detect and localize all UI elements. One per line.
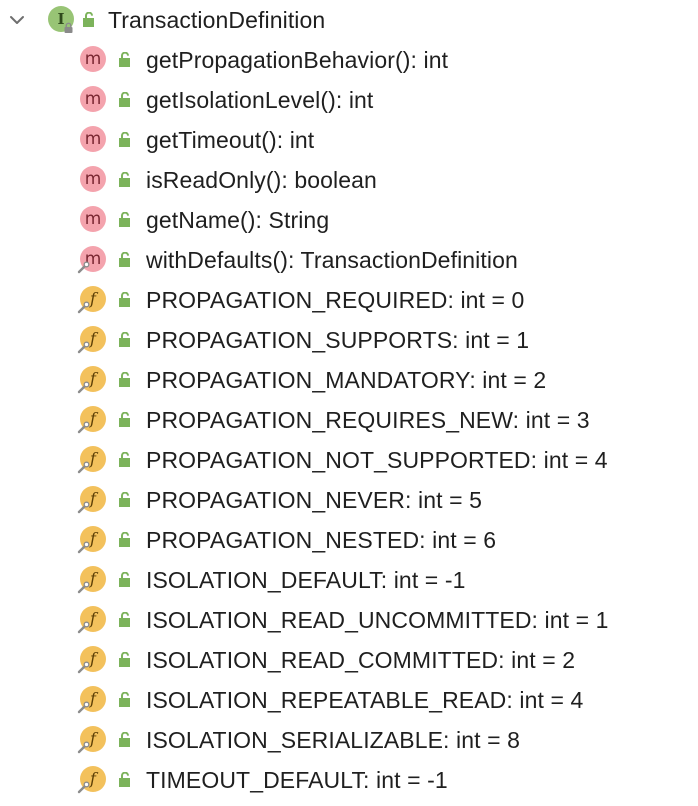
interface-icon: I (46, 3, 80, 37)
tree-node-method[interactable]: m getIsolationLevel(): int (78, 80, 373, 120)
tree-node-field[interactable]: f ISOLATION_SERIALIZABLE: int = 8 (77, 720, 521, 760)
chevron-down-icon[interactable] (0, 0, 34, 40)
method-icon: m (77, 243, 112, 277)
public-lock-icon (114, 769, 136, 791)
field-icon: f (77, 723, 112, 757)
public-lock-icon (114, 169, 136, 191)
method-signature: isReadOnly(): boolean (146, 166, 377, 193)
tree-node-field[interactable]: f ISOLATION_READ_COMMITTED: int = 2 (77, 640, 576, 680)
field-icon: f (77, 403, 112, 437)
tree-node-field[interactable]: f TIMEOUT_DEFAULT: int = -1 (77, 760, 448, 800)
tree-node-field[interactable]: f ISOLATION_REPEATABLE_READ: int = 4 (77, 680, 584, 720)
public-lock-icon (114, 409, 136, 431)
field-declaration: PROPAGATION_NEVER: int = 5 (146, 486, 482, 513)
tree-node-transaction-definition[interactable]: I TransactionDefinition (0, 0, 325, 40)
field-declaration: PROPAGATION_REQUIRES_NEW: int = 3 (146, 406, 590, 433)
public-lock-icon (114, 369, 136, 391)
static-mark-icon (77, 261, 90, 274)
method-icon: m (78, 163, 112, 197)
public-lock-icon (114, 209, 136, 231)
tree-node-field[interactable]: f PROPAGATION_SUPPORTS: int = 1 (77, 320, 530, 360)
tree-node-field[interactable]: f PROPAGATION_REQUIRES_NEW: int = 3 (77, 400, 590, 440)
field-icon: f (77, 683, 112, 717)
public-lock-icon (114, 89, 136, 111)
field-icon: f (77, 363, 112, 397)
tree-node-field[interactable]: f ISOLATION_READ_UNCOMMITTED: int = 1 (77, 600, 609, 640)
field-icon: f (77, 523, 112, 557)
static-mark-icon (77, 621, 90, 634)
public-lock-icon (114, 649, 136, 671)
public-lock-icon (78, 9, 100, 31)
tree-node-field[interactable]: f PROPAGATION_NOT_SUPPORTED: int = 4 (77, 440, 608, 480)
method-signature: getName(): String (146, 206, 330, 233)
static-mark-icon (77, 381, 90, 394)
field-declaration: ISOLATION_READ_UNCOMMITTED: int = 1 (146, 606, 609, 633)
static-mark-icon (77, 461, 90, 474)
tree-node-field[interactable]: f PROPAGATION_REQUIRED: int = 0 (77, 280, 525, 320)
field-declaration: TIMEOUT_DEFAULT: int = -1 (146, 766, 448, 793)
field-declaration: PROPAGATION_SUPPORTS: int = 1 (146, 326, 530, 353)
method-icon: m (78, 123, 112, 157)
public-lock-icon (114, 329, 136, 351)
field-declaration: PROPAGATION_NESTED: int = 6 (146, 526, 497, 553)
public-lock-icon (114, 289, 136, 311)
method-signature: getPropagationBehavior(): int (146, 46, 449, 73)
field-declaration: ISOLATION_READ_COMMITTED: int = 2 (146, 646, 576, 673)
public-lock-icon (114, 529, 136, 551)
public-lock-icon (114, 49, 136, 71)
public-lock-icon (114, 489, 136, 511)
static-mark-icon (77, 741, 90, 754)
field-declaration: PROPAGATION_NOT_SUPPORTED: int = 4 (146, 446, 608, 473)
field-declaration: ISOLATION_SERIALIZABLE: int = 8 (146, 726, 521, 753)
public-lock-icon (114, 129, 136, 151)
field-icon: f (77, 603, 112, 637)
field-declaration: PROPAGATION_MANDATORY: int = 2 (146, 366, 547, 393)
public-lock-icon (114, 609, 136, 631)
method-icon: m (78, 83, 112, 117)
field-icon: f (77, 443, 112, 477)
public-lock-icon (114, 729, 136, 751)
static-mark-icon (77, 541, 90, 554)
static-mark-icon (77, 421, 90, 434)
field-icon: f (77, 563, 112, 597)
method-icon: m (78, 203, 112, 237)
tree-node-method[interactable]: m getTimeout(): int (78, 120, 314, 160)
public-lock-icon (114, 449, 136, 471)
tree-node-field[interactable]: f PROPAGATION_NEVER: int = 5 (77, 480, 482, 520)
field-icon: f (77, 643, 112, 677)
static-mark-icon (77, 581, 90, 594)
public-lock-icon (114, 689, 136, 711)
tree-node-method[interactable]: m getName(): String (78, 200, 329, 240)
field-declaration: ISOLATION_REPEATABLE_READ: int = 4 (146, 686, 584, 713)
method-icon: m (78, 43, 112, 77)
method-signature: withDefaults(): TransactionDefinition (146, 246, 518, 273)
static-mark-icon (77, 701, 90, 714)
field-declaration: ISOLATION_DEFAULT: int = -1 (146, 566, 466, 593)
field-icon: f (77, 483, 112, 517)
field-declaration: PROPAGATION_REQUIRED: int = 0 (146, 286, 525, 313)
field-icon: f (77, 323, 112, 357)
tree-node-method[interactable]: m getPropagationBehavior(): int (78, 40, 448, 80)
static-mark-icon (77, 661, 90, 674)
tree-node-field[interactable]: f PROPAGATION_NESTED: int = 6 (77, 520, 497, 560)
tree-node-method[interactable]: m withDefaults(): TransactionDefinition (77, 240, 518, 280)
static-mark-icon (77, 781, 90, 794)
static-mark-icon (77, 301, 90, 314)
field-icon: f (77, 283, 112, 317)
static-mark-icon (77, 341, 90, 354)
tree-node-method[interactable]: m isReadOnly(): boolean (78, 160, 377, 200)
class-name: TransactionDefinition (108, 6, 326, 33)
public-lock-icon (114, 249, 136, 271)
public-lock-icon (114, 569, 136, 591)
tree-node-field[interactable]: f ISOLATION_DEFAULT: int = -1 (77, 560, 466, 600)
tree-node-field[interactable]: f PROPAGATION_MANDATORY: int = 2 (77, 360, 547, 400)
field-icon: f (77, 763, 112, 797)
method-signature: getTimeout(): int (146, 126, 315, 153)
static-mark-icon (77, 501, 90, 514)
method-signature: getIsolationLevel(): int (146, 86, 374, 113)
